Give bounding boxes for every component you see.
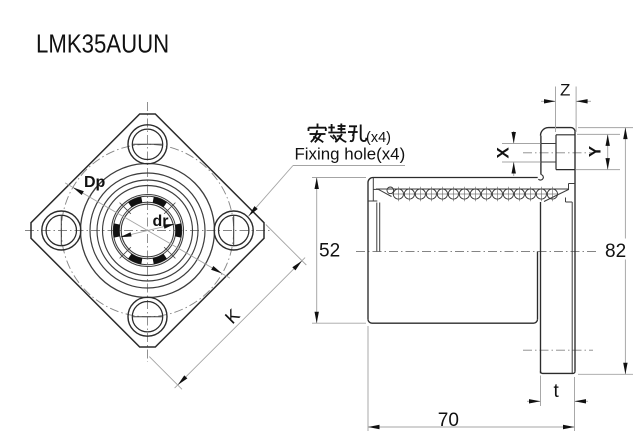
svg-text:X: X	[494, 146, 513, 158]
svg-text:52: 52	[319, 241, 340, 262]
svg-text:LMK35AUUN: LMK35AUUN	[36, 28, 169, 58]
svg-text:Dp: Dp	[84, 174, 106, 191]
svg-text:Z: Z	[560, 81, 570, 100]
svg-text:82: 82	[605, 241, 626, 262]
svg-text:Y: Y	[586, 145, 605, 157]
svg-text:(x4): (x4)	[366, 130, 391, 146]
svg-text:70: 70	[438, 410, 459, 431]
svg-text:dr: dr	[153, 213, 169, 230]
svg-text:Fixing hole(x4): Fixing hole(x4)	[295, 144, 406, 163]
svg-text:t: t	[554, 381, 560, 402]
